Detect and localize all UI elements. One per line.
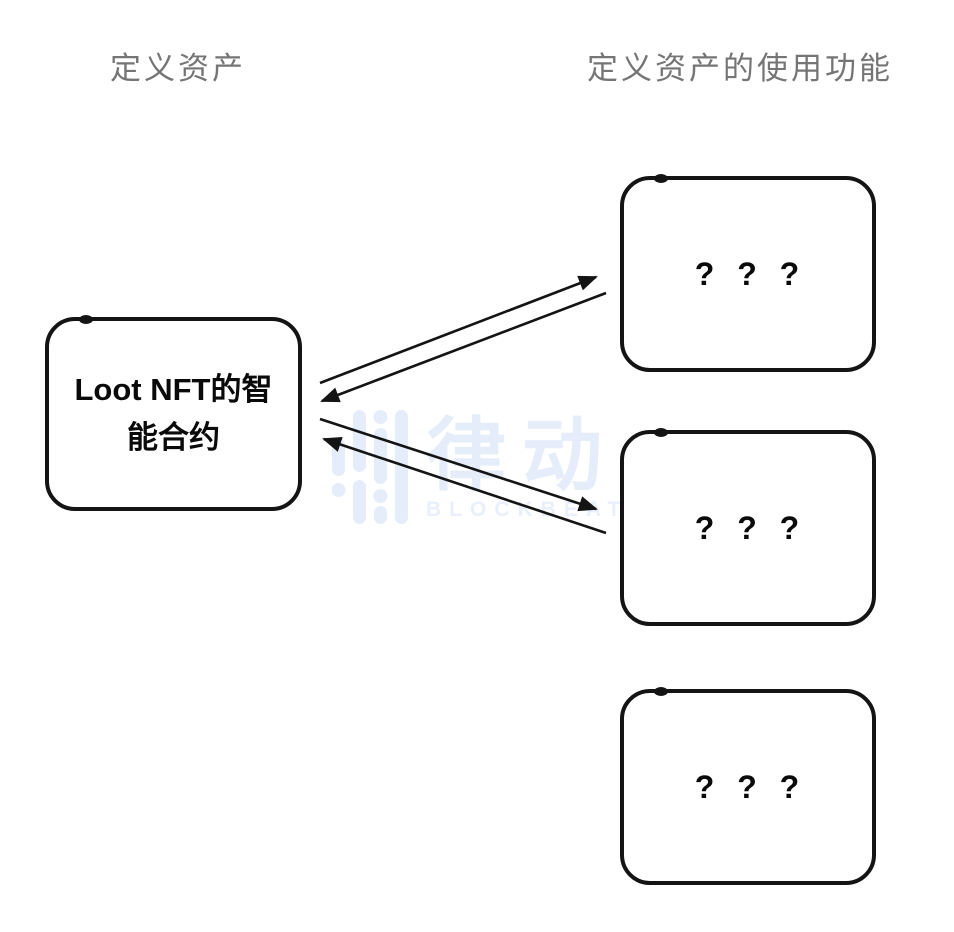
node-label: ? ? ? xyxy=(694,255,802,292)
node-label: ? ? ? xyxy=(694,768,802,805)
column-header-define-assets: 定义资产 xyxy=(110,51,246,86)
column-header-define-asset-usage: 定义资产的使用功能 xyxy=(587,51,893,86)
node-label: Loot NFT的智能合约 xyxy=(74,372,273,455)
pen-start-dot xyxy=(79,315,93,324)
node-unknown-function-1: ? ? ? xyxy=(620,174,876,372)
pen-start-dot xyxy=(654,174,668,183)
pen-start-dot xyxy=(654,687,668,696)
node-label: ? ? ? xyxy=(694,509,802,546)
pen-start-dot xyxy=(654,428,668,437)
node-loot-nft-smart-contract: Loot NFT的智能合约 xyxy=(45,315,302,511)
node-unknown-function-3: ? ? ? xyxy=(620,687,876,885)
node-unknown-function-2: ? ? ? xyxy=(620,428,876,626)
